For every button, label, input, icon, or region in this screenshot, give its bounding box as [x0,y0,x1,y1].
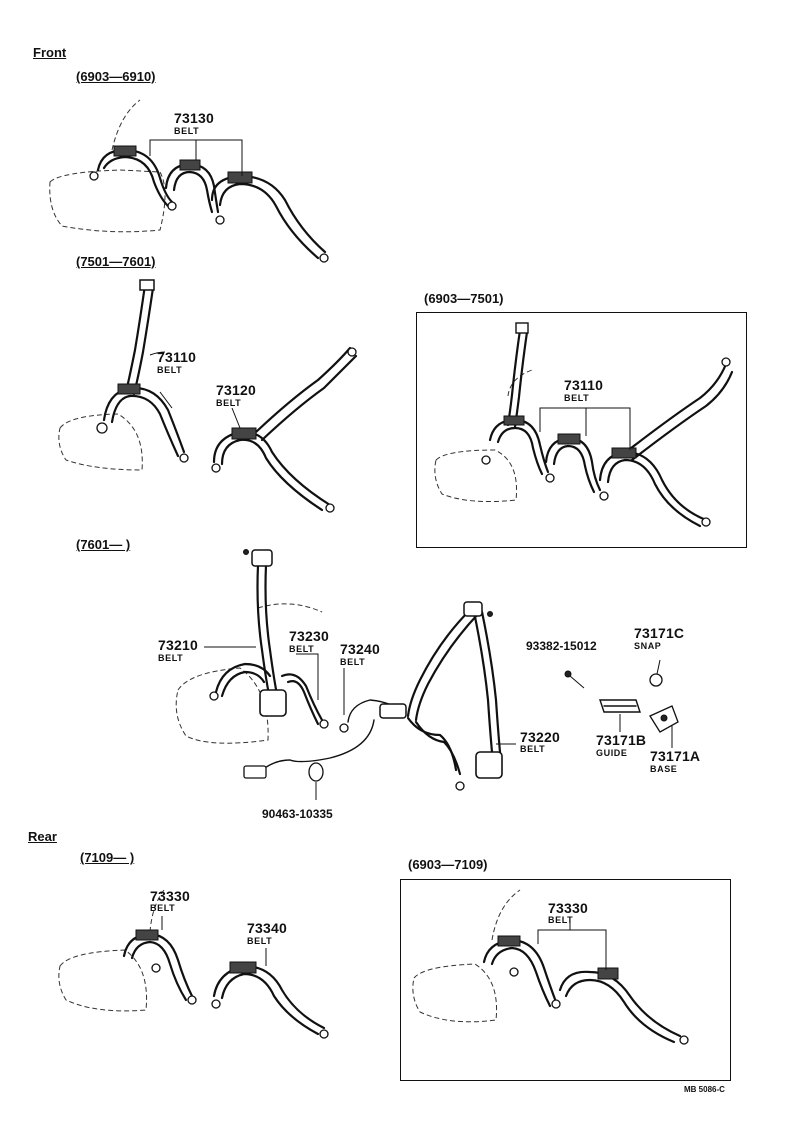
belt-assembly-rear-7109 [58,889,329,1039]
part-73330-number: 73330 [150,888,190,904]
part-73171b-number: 73171B [596,732,647,748]
part-73210-number: 73210 [158,637,198,653]
part-73220-number: 73220 [520,729,560,745]
belt-assembly-73110-73120 [58,279,358,513]
part-73171c-name: SNAP [634,641,662,651]
range-6903-7109: (6903—7109) [408,857,488,872]
part-73330-name: BELT [150,903,176,913]
part-73240-number: 73240 [340,641,380,657]
part-73330-boxed-number: 73330 [548,900,588,916]
part-73220-name: BELT [520,744,546,754]
part-73340-number: 73340 [247,920,287,936]
section-rear: Rear [28,829,57,844]
part-90463-number: 90463-10335 [262,807,333,821]
range-7109: (7109— ) [80,850,135,865]
part-73340-name: BELT [247,936,273,946]
part-73330-boxed-name: BELT [548,915,574,925]
boxed-group-6903-7501 [416,312,747,548]
figure-code: MB 5086-C [684,1085,725,1094]
part-73120-name: BELT [216,398,242,408]
section-front: Front [33,45,67,60]
boxed-group-6903-7109 [400,879,731,1081]
range-7501-7601: (7501—7601) [76,254,156,269]
part-73171c-number: 73171C [634,625,685,641]
part-73171a-number: 73171A [650,748,701,764]
part-73210-name: BELT [158,653,184,663]
part-73130-name: BELT [174,126,200,136]
range-7601: (7601— ) [76,537,131,552]
part-73110-number: 73110 [157,349,197,365]
part-73230-name: BELT [289,644,315,654]
part-73240-name: BELT [340,657,366,667]
part-73230-number: 73230 [289,628,329,644]
part-73171a-name: BASE [650,764,678,774]
belt-assembly-7601 [175,549,516,800]
part-73110-boxed-name: BELT [564,393,590,403]
belt-assembly-rear-boxed [412,889,689,1045]
part-73130-number: 73130 [174,110,214,126]
belt-assembly-73130 [49,99,329,263]
part-73171b-name: GUIDE [596,748,628,758]
range-6903-7501: (6903—7501) [424,291,504,306]
part-93382-number: 93382-15012 [526,639,597,653]
part-73120-number: 73120 [216,382,256,398]
part-73110-boxed-number: 73110 [564,377,604,393]
small-hardware [564,659,679,748]
part-73110-name: BELT [157,365,183,375]
belt-assembly-73110-boxed [434,322,734,528]
range-6903-6910: (6903—6910) [76,69,156,84]
